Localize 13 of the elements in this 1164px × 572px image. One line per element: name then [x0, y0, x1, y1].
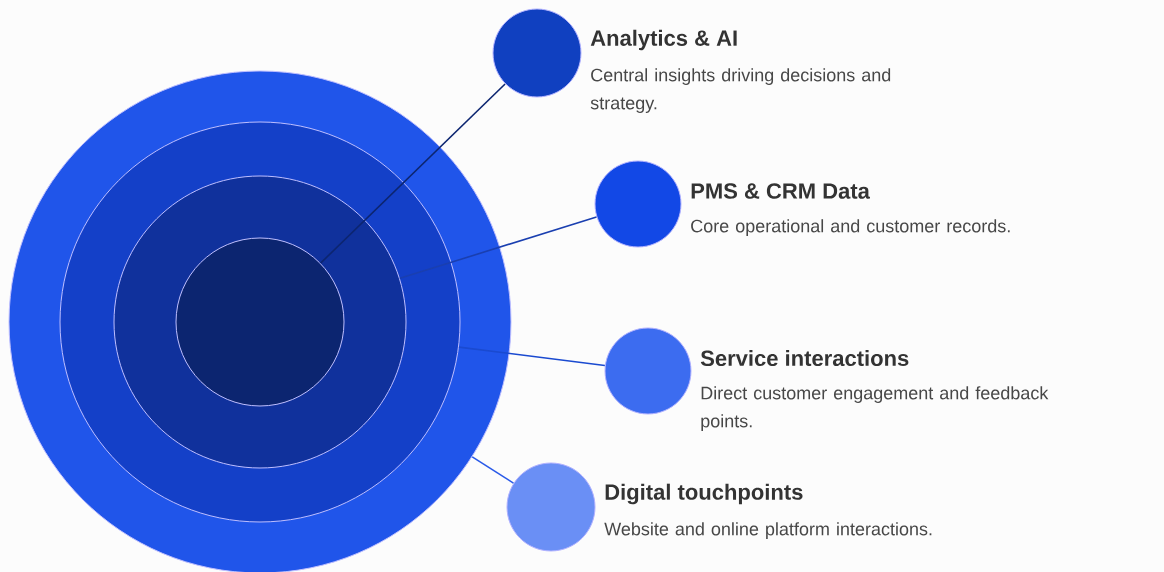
description: Website and online platform interactions.	[604, 522, 932, 539]
heading: PMS & CRM Data	[691, 183, 870, 199]
connector-line	[471, 456, 515, 484]
ring	[175, 237, 345, 407]
connector-line	[458, 346, 606, 367]
description: Direct customer engagement and feedback points.	[701, 386, 1049, 431]
heading: Digital touchpoints	[605, 483, 803, 505]
heading: Service interactions	[700, 349, 909, 367]
description: Central insights driving decisions and strategy.	[590, 68, 891, 113]
heading: Analytics & AI	[590, 29, 737, 51]
connector-line	[399, 216, 598, 280]
connector-line	[319, 83, 506, 264]
description: Core operational and customer records.	[691, 219, 1010, 236]
